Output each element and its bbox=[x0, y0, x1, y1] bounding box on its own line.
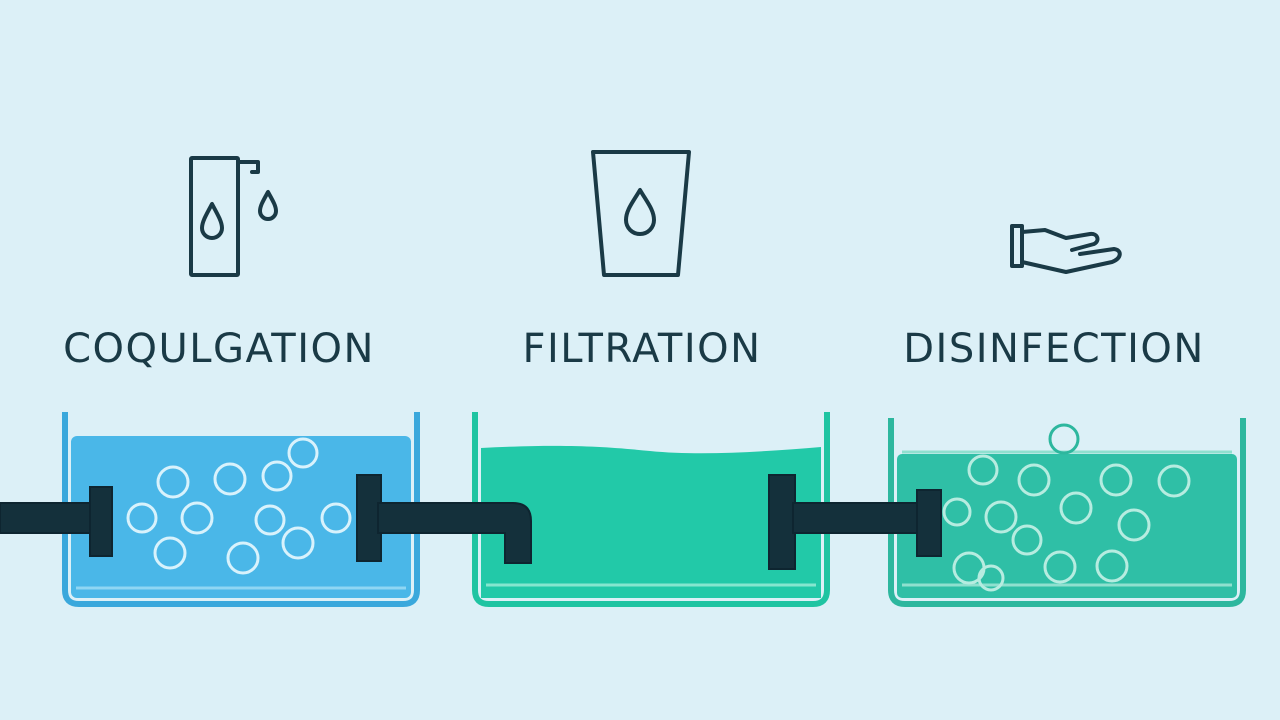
cup-with-drop-icon bbox=[591, 150, 691, 277]
bubble-above-surface bbox=[1048, 423, 1080, 455]
tank-disinfection bbox=[888, 418, 1246, 607]
stage-label-filtration: FILTRATION bbox=[522, 326, 761, 372]
pipe-coagulation-to-filtration bbox=[356, 474, 532, 564]
particles-coagulation bbox=[126, 437, 352, 575]
bottle-with-drop-icon bbox=[189, 156, 278, 277]
water-filtration bbox=[481, 445, 821, 598]
stage-label-coagulation: COQULGATION bbox=[63, 326, 375, 372]
particles-disinfection bbox=[942, 454, 1191, 592]
water-disinfection bbox=[897, 454, 1237, 598]
pipe-filtration-to-disinfection bbox=[768, 474, 942, 570]
stage-label-disinfection: DISINFECTION bbox=[903, 326, 1205, 372]
pipe-inlet bbox=[0, 486, 113, 557]
tank-filtration bbox=[472, 412, 830, 607]
hand-icon bbox=[1010, 224, 1122, 274]
tank-coagulation bbox=[62, 412, 420, 607]
